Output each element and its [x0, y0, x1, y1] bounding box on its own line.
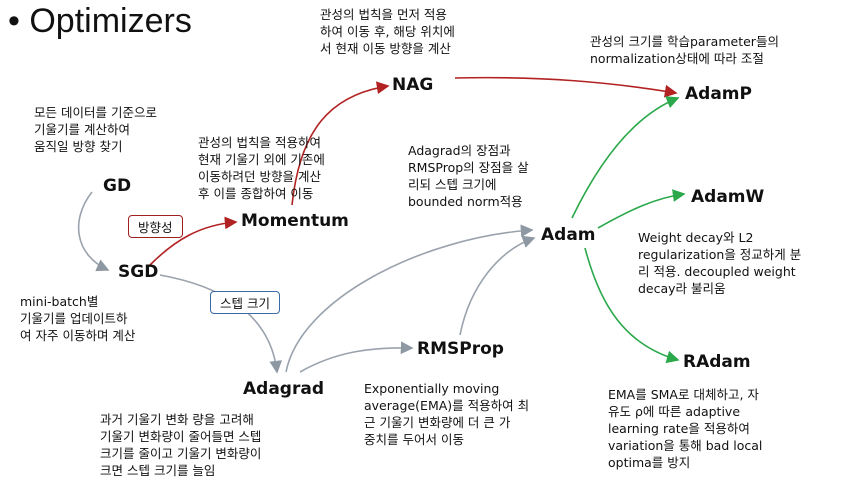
note-adamw: Weight decay와 L2 regularization을 정교하게 분 …: [638, 230, 802, 296]
note-nag: 관성의 법칙을 먼저 적용 하여 이동 후, 해당 위치에 서 현재 이동 방향…: [320, 7, 455, 56]
note-adam: Adagrad의 장점과 RMSProp의 장점을 살 리되 스텝 크기에 bo…: [408, 143, 529, 209]
note-rmsprop: Exponentially moving average(EMA)를 적용하여 …: [364, 381, 530, 447]
node-rmsprop: RMSProp: [417, 339, 504, 359]
edge-adam-adamp: [571, 96, 680, 219]
node-adamp: AdamP: [685, 84, 752, 104]
edge-sgd-adagrad: [159, 274, 283, 374]
note-momentum: 관성의 법칙을 적용하여 현재 기울기 외에 기존에 이동하려던 방향을 계산 …: [198, 135, 325, 201]
edge-gd-sgd: [77, 191, 110, 272]
node-nag: NAG: [392, 75, 434, 95]
note-gd: 모든 데이터를 기준으로 기울기를 계산하여 움직일 방향 찾기: [34, 105, 157, 154]
slide-title: • Optimizers: [8, 2, 192, 41]
note-adagrad: 과거 기울기 변화 량을 고려해 기울기 변화량이 줄어들면 스텝 크기를 줄이…: [100, 412, 262, 478]
title-text: Optimizers: [29, 2, 192, 40]
edge-sgd-momentum: [149, 216, 238, 266]
edge-adagrad-rmsprop: [299, 341, 414, 373]
note-sgd: mini-batch별 기울기를 업데이트하 여 자주 이동하며 계산: [20, 294, 136, 343]
note-radam: EMA를 SMA로 대체하고, 자 유도 ρ에 따른 adaptive lear…: [608, 387, 763, 470]
tag-step-size: 스텝 크기: [210, 291, 280, 314]
node-adam: Adam: [541, 225, 596, 245]
note-adamp: 관성의 크기를 학습parameter들의 normalization상태에 따…: [590, 34, 779, 66]
node-radam: RAdam: [683, 352, 751, 372]
node-sgd: SGD: [118, 262, 159, 282]
node-gd: GD: [103, 176, 132, 196]
edge-adam-adamw: [597, 189, 686, 229]
node-adagrad: Adagrad: [243, 379, 324, 399]
tag-direction: 방향성: [128, 215, 183, 238]
bullet-icon: •: [8, 2, 30, 40]
edge-rmsprop-adam: [459, 235, 536, 336]
node-adamw: AdamW: [691, 187, 765, 207]
edge-adagrad-adam: [285, 224, 534, 373]
edge-momentum-nag: [291, 81, 390, 206]
edge-nag-adamp: [454, 76, 678, 98]
edge-adam-radam: [584, 247, 680, 364]
node-momentum: Momentum: [241, 211, 349, 231]
